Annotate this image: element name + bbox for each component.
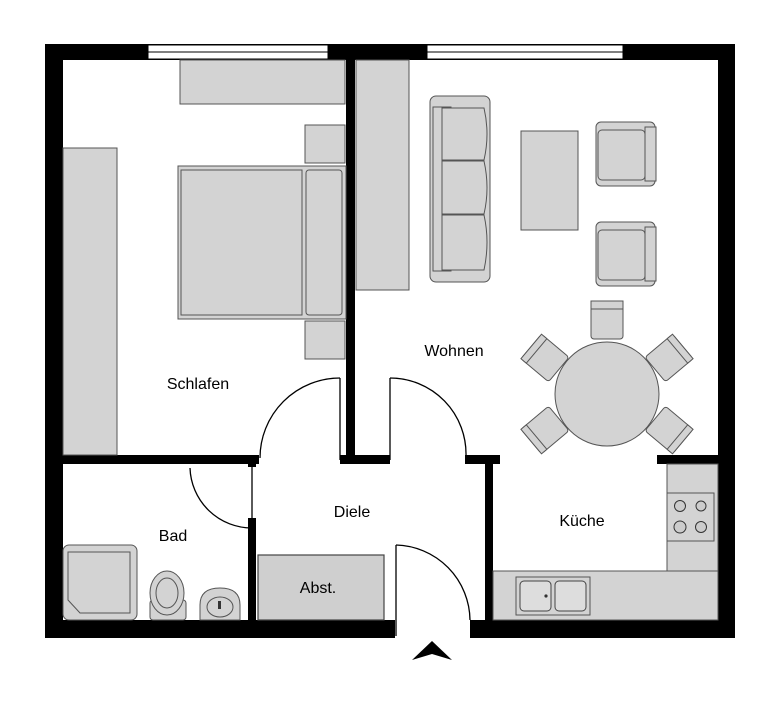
wardrobe	[62, 147, 118, 456]
kitchen-fixtures	[492, 463, 719, 621]
chair-top	[590, 300, 624, 340]
chair-left-top	[520, 333, 569, 382]
storage-room	[257, 554, 385, 621]
room-label-diele: Diele	[334, 504, 371, 521]
stove	[666, 492, 715, 542]
door-bath	[189, 467, 253, 529]
chair-left-bottom	[520, 406, 569, 455]
room-label-kueche: Küche	[559, 513, 604, 530]
chair-right-bottom	[645, 406, 694, 455]
arrow-up-icon	[412, 641, 452, 660]
dresser	[179, 59, 346, 105]
room-label-bad: Bad	[159, 528, 187, 545]
bed-blanket	[180, 169, 303, 316]
room-label-schlafen: Schlafen	[167, 376, 229, 393]
armchair-top	[595, 121, 657, 187]
bed-pillow	[305, 169, 343, 316]
bedroom-furniture	[62, 59, 347, 456]
window-bedroom	[147, 44, 329, 60]
interior-walls	[63, 60, 718, 620]
chair-right-top	[645, 333, 694, 382]
room-label-abst: Abst.	[300, 580, 336, 597]
bathroom-fixtures	[62, 544, 241, 621]
armchair-bottom	[595, 221, 657, 287]
door-entrance	[395, 544, 471, 636]
coffee-table	[520, 130, 579, 231]
door-living	[389, 377, 467, 460]
nightstand-top	[304, 124, 346, 164]
living-furniture	[355, 59, 694, 455]
window-living	[426, 44, 624, 60]
door-bedroom	[259, 377, 341, 460]
room-label-wohnen: Wohnen	[424, 343, 483, 360]
nightstand-bottom	[304, 320, 346, 360]
shelf-unit	[355, 59, 410, 291]
dining-table	[554, 341, 660, 447]
